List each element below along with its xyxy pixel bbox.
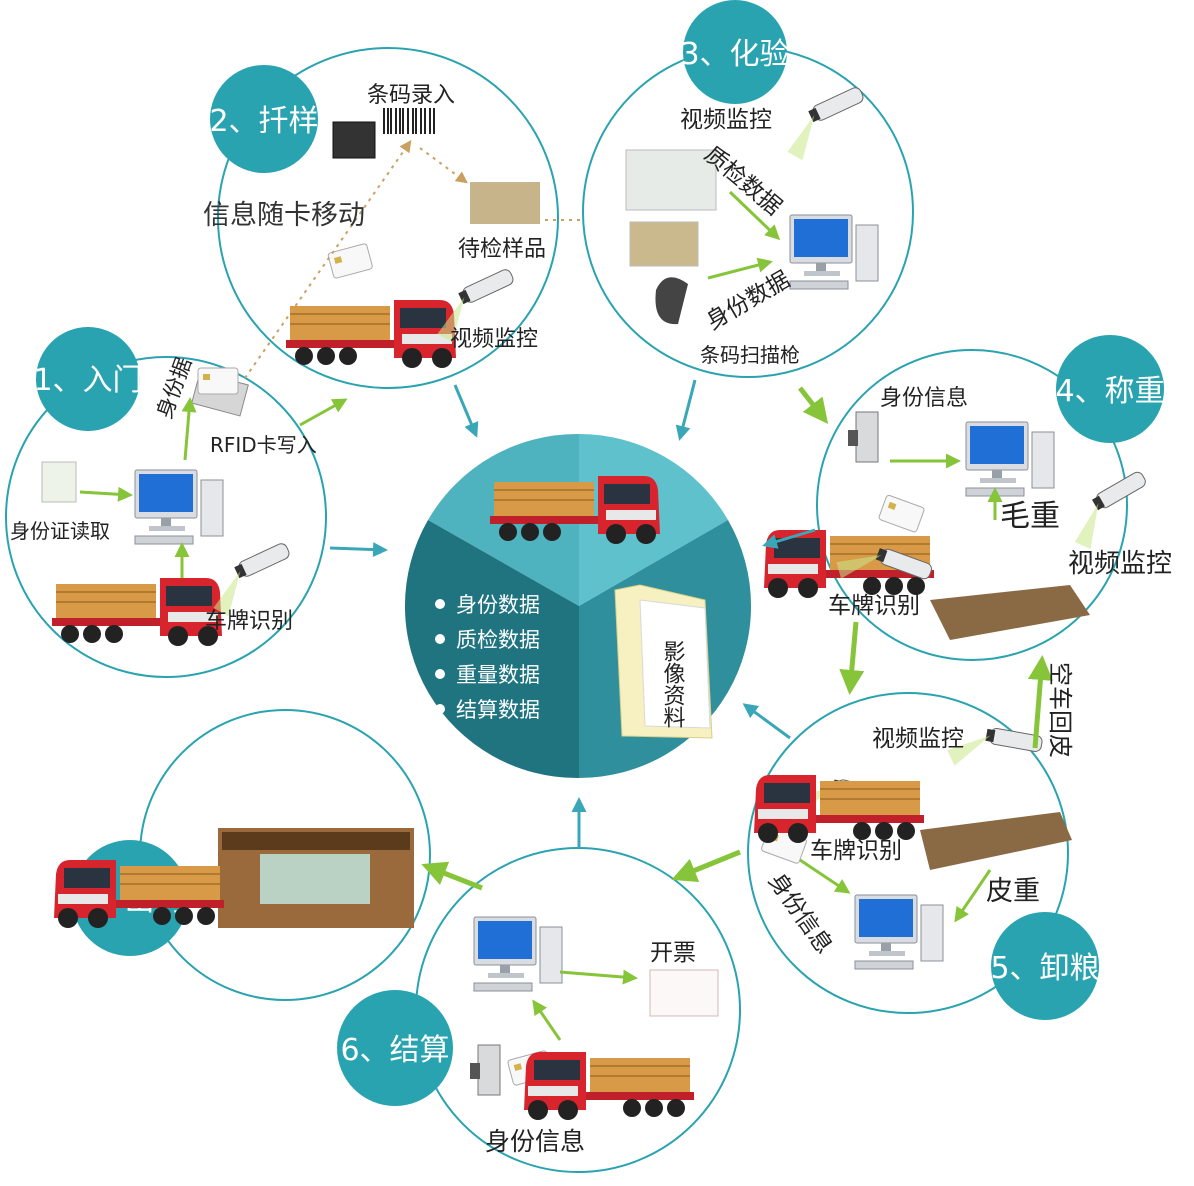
step-5-text-1: 视频监控 [872, 726, 964, 752]
stage-4-weighing: 4、称重 身份信息 毛重 视频监控 车牌识别 [763, 335, 1172, 661]
step-4-label: 4、称重 [1055, 374, 1164, 409]
step-4-text-3: 视频监控 [1068, 549, 1172, 579]
step-4-text-1: 身份信息 [880, 386, 968, 411]
center-item-2: 质检数据 [456, 628, 540, 652]
step-5-label: 5、卸粮 [990, 951, 1099, 986]
weighbridge [920, 812, 1072, 870]
folder-icon [614, 584, 713, 739]
step-5-text-3: 皮重 [986, 876, 1040, 907]
step-3-text-1: 视频监控 [680, 107, 772, 133]
barcode-icon [380, 106, 440, 136]
folder-label: 影像资料 [660, 640, 686, 728]
arrow-4-to-center [762, 528, 816, 549]
step-2-label: 2、扦样 [209, 104, 318, 139]
step-6-text-1: 开票 [650, 940, 696, 966]
arrow-5-to-center [742, 703, 791, 740]
step-5-text-2: 车牌识别 [810, 838, 902, 864]
barcode-scanner-icon [655, 277, 688, 325]
step-3-label: 3、化验 [680, 37, 789, 72]
printer-icon [332, 121, 376, 159]
weighbridge [930, 585, 1090, 640]
step-2-text-3: 待检样品 [458, 237, 546, 262]
sample-photo [470, 182, 540, 224]
step-1-text-2: RFID卡写入 [210, 433, 317, 457]
step-1-text-3: 身份证读取 [10, 519, 110, 543]
step-1-label: 1、入门 [33, 363, 142, 398]
rfid-card-icon [197, 367, 239, 395]
arrow-2-to-center [453, 384, 479, 438]
arrow-5-to-4 [1027, 655, 1053, 749]
stage-5-unloading: 5、卸粮 视频监控 车牌识别 皮重 身份信息 [747, 692, 1100, 1020]
step-6-text-2: 身份信息 [485, 1127, 585, 1156]
central-data-hub: 身份数据 质检数据 重量数据 结算数据 影像资料 [404, 433, 752, 779]
center-item-1: 身份数据 [456, 593, 540, 617]
arrow-4-to-5 [839, 621, 865, 695]
step-1-text-4: 车牌识别 [205, 609, 293, 634]
stage-6-settlement: 6、结算 开票 身份信息 [337, 847, 741, 1173]
arrow-6-to-7 [421, 861, 483, 891]
step-3-text-4: 条码扫描枪 [700, 343, 800, 367]
center-item-4: 结算数据 [456, 698, 540, 722]
stage-7-exit: 7、出门 [53, 709, 431, 1001]
step-2-text-2: 信息随卡移动 [203, 200, 365, 231]
stage-1-entry: 1、入门 身份据 RFID卡写入 身份证读取 车牌识别 [5, 327, 348, 678]
stage-2-sampling: 2、扦样 条码录入 信息随卡移动 待检样品 视频监控 [203, 47, 603, 389]
stage-3-inspection: 3、化验 视频监控 质检数据 身份数据 条码扫描枪 [582, 0, 914, 378]
sample-photo [629, 221, 699, 267]
empty-return-label: 空车回皮 [1046, 662, 1074, 758]
invoice-icon [649, 969, 719, 1017]
step-2-text-1: 条码录入 [367, 83, 455, 108]
step-4-text-4: 车牌识别 [828, 593, 920, 619]
arrow-3-to-4 [798, 386, 829, 424]
step-6-label: 6、结算 [340, 1033, 449, 1068]
step-4-text-2: 毛重 [1000, 499, 1060, 534]
arrow-5-to-6 [671, 849, 741, 883]
step-2-text-4: 视频监控 [450, 327, 538, 352]
arrow-3-to-center [675, 379, 697, 441]
center-item-3: 重量数据 [456, 663, 540, 687]
lab-photo [625, 149, 717, 211]
arrow-1-to-center [329, 542, 388, 558]
